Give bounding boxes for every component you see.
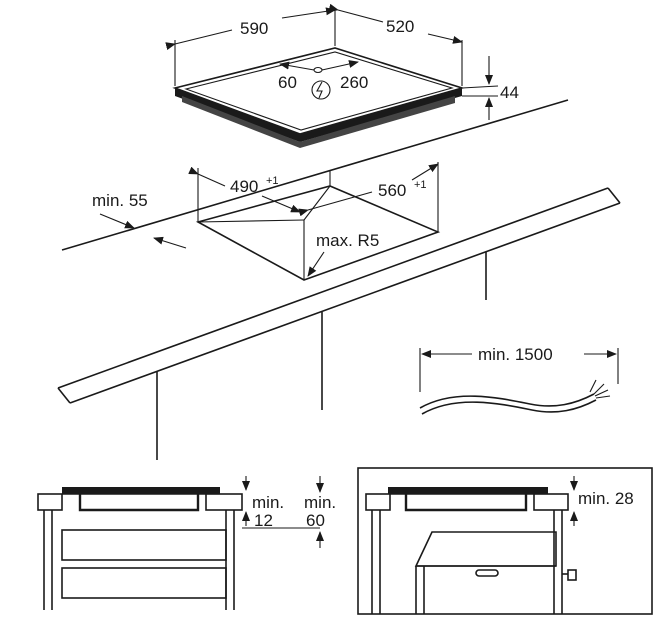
cutout-width-tol: +1 [266, 175, 279, 187]
cutout-depth-tol: +1 [414, 179, 427, 191]
drawer-min-a-label: min. [252, 493, 284, 512]
dimension-cutout-width: 490 +1 [188, 166, 331, 222]
dimension-hob-depth: 520 [328, 3, 463, 86]
cutout-depth-label: 560 [378, 181, 406, 200]
drawer-value-b-label: 60 [306, 511, 325, 530]
cutout-width-label: 490 [230, 177, 258, 196]
hob-width-label: 590 [240, 19, 268, 38]
cable-left-label: 60 [278, 73, 297, 92]
hob-height-label: 44 [500, 83, 519, 102]
worktop [57, 99, 621, 460]
dimension-cutout-depth: 560 +1 [298, 162, 439, 232]
cable-length-label: min. 1500 [478, 345, 553, 364]
hob-depth-label: 520 [386, 17, 414, 36]
dimension-hob-height: 44 [461, 56, 519, 120]
edge-distance-label: min. 55 [92, 191, 148, 210]
cable-drawing: min. 1500 [419, 345, 619, 415]
dimension-hob-width: 590 [165, 7, 336, 86]
dimension-edge-distance: min. 55 [92, 191, 187, 249]
cable-right-label: 260 [340, 73, 368, 92]
section-drawer-cabinet: min. 12 min. 60 [37, 476, 336, 610]
corner-radius-label: max. R5 [316, 231, 379, 250]
lightning-icon [311, 80, 331, 100]
dimension-cable-position: 60 260 [278, 60, 368, 92]
drawer-min-b-label: min. [304, 493, 336, 512]
section-oven-cabinet: min. 28 [357, 467, 653, 615]
drawer-value-a-label: 12 [254, 511, 273, 530]
hob-drawing [172, 47, 465, 148]
corner-radius: max. R5 [307, 231, 379, 277]
oven-clearance-label: min. 28 [578, 489, 634, 508]
